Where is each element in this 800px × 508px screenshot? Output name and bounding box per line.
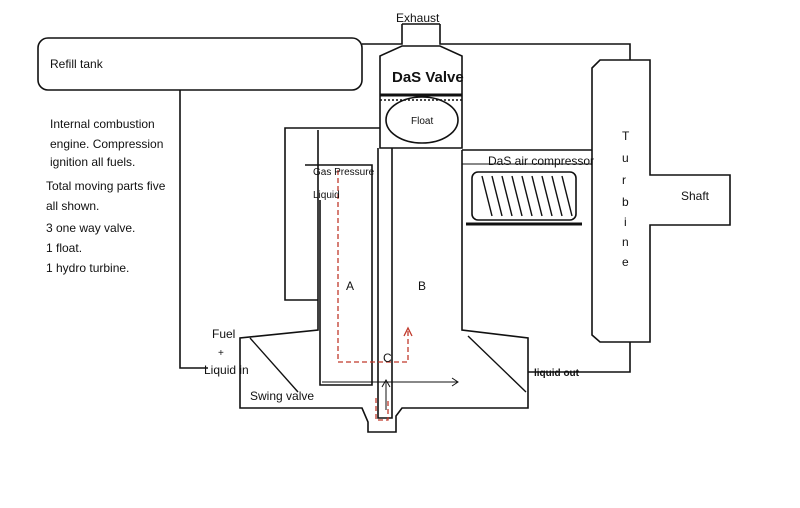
compressor-housing [471, 171, 577, 221]
plus-label: + [218, 348, 224, 359]
turbine-label: T u r b i n e [622, 129, 630, 269]
notes-block: Internal combustion engine. Compression … [46, 117, 166, 275]
das-valve-label: DaS Valve [392, 69, 464, 86]
compressor-label: DaS air compressor [488, 154, 594, 168]
turbine-letter: r [622, 173, 626, 187]
fuel-label: Fuel [212, 327, 235, 341]
engine-body [239, 130, 529, 433]
turbine-letter: e [622, 255, 629, 269]
liquid-in-label: Liquid in [204, 363, 249, 377]
shaft-label: Shaft [681, 189, 710, 203]
liquid-out-pipe [528, 342, 631, 373]
turbine-letter: i [624, 215, 627, 229]
note-line: all shown. [46, 199, 99, 213]
chamber-a-label: A [346, 279, 354, 293]
note-line: 1 hydro turbine. [46, 261, 129, 275]
chamber-c-label: C [383, 351, 392, 365]
swing-valve-label: Swing valve [250, 389, 314, 403]
gas-feed-pipe [284, 127, 380, 301]
valve-lines [249, 335, 527, 393]
gas-pressure-label: Gas Pressure [313, 167, 375, 178]
swing-valve-flap [249, 337, 299, 393]
float-ball [385, 96, 459, 144]
inner-chamber [305, 164, 373, 386]
gas-pressure-path [337, 170, 413, 421]
liquid-flow-arrowhead [451, 377, 459, 387]
gas-path-c [375, 398, 389, 421]
gas-path-main [337, 170, 409, 363]
outlines [37, 23, 731, 433]
refill-tank-label: Refill tank [50, 57, 104, 71]
gas-path-arrowhead [403, 326, 413, 337]
note-line: 3 one way valve. [46, 221, 135, 235]
note-line: 1 float. [46, 241, 82, 255]
turbine-letter: n [622, 235, 629, 249]
chamber-b-label: B [418, 279, 426, 293]
turbine-letter: u [622, 151, 629, 165]
liquid-out-label: liquid out [534, 368, 580, 379]
turbine-letter: T [622, 129, 630, 143]
compressor-coil [481, 175, 573, 217]
turbine-body [591, 59, 731, 343]
exhaust-left-wall [362, 24, 403, 45]
liquid-label: Liquid [313, 190, 340, 201]
c-up-arrowhead [381, 378, 391, 388]
note-line: engine. Compression [50, 137, 163, 151]
flow-arrows [322, 377, 459, 410]
das-valve-housing [379, 45, 463, 149]
refill-pipe [179, 90, 208, 369]
exhaust-right-wall [439, 24, 631, 60]
central-tube [377, 148, 393, 419]
refill-tank-box [37, 37, 363, 91]
note-line: Total moving parts five [46, 179, 166, 193]
outlet-valve-flap [467, 335, 527, 393]
exhaust-label: Exhaust [396, 11, 440, 25]
note-line: Internal combustion [50, 117, 155, 131]
note-line: ignition all fuels. [50, 155, 135, 169]
turbine-letter: b [622, 195, 629, 209]
float-label: Float [411, 116, 433, 127]
